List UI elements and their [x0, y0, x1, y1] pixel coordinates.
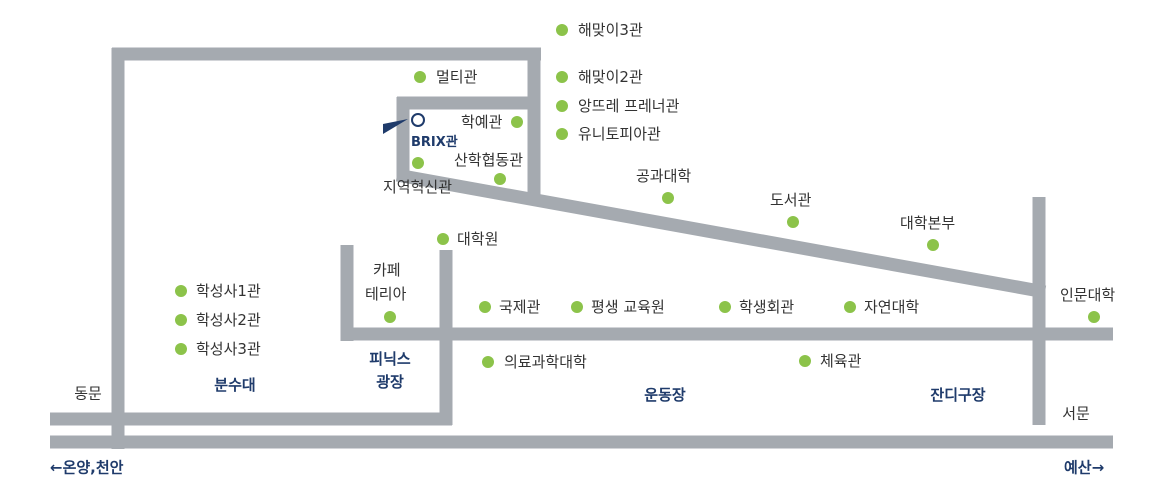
- dot-icon: [175, 285, 187, 297]
- dot-icon: [556, 71, 568, 83]
- dot-icon: [479, 301, 491, 313]
- direction-yesan: 예산→: [1064, 458, 1105, 477]
- dot-icon: [556, 24, 568, 36]
- building-brix[interactable]: BRIX관: [411, 135, 458, 150]
- building-graduate-school[interactable]: 대학원: [457, 230, 499, 248]
- building-medical-science[interactable]: 의료과학대학: [504, 353, 587, 371]
- building-entrepreneur[interactable]: 앙뜨레 프레너관: [578, 97, 680, 115]
- building-unitopia[interactable]: 유니토피아관: [578, 125, 661, 143]
- road-diagonal: [395, 168, 1047, 299]
- dot-icon: [414, 71, 426, 83]
- dot-icon: [437, 233, 449, 245]
- dot-icon: [482, 356, 494, 368]
- dot-icon: [1088, 311, 1100, 323]
- building-industry-cooperation[interactable]: 산학협동관: [454, 151, 524, 169]
- dot-icon: [662, 192, 674, 204]
- area-phoenix-line1: 피닉스: [369, 350, 411, 368]
- direction-onyang-cheonan: ←온양,천안: [50, 458, 124, 477]
- area-phoenix-line2: 광장: [376, 373, 404, 391]
- dot-icon: [556, 128, 568, 140]
- building-dorm1[interactable]: 학성사1관: [196, 282, 261, 300]
- gate-west: 서문: [1062, 404, 1090, 423]
- flag-icon: [383, 119, 408, 134]
- area-fountain: 분수대: [214, 376, 256, 394]
- building-haemaji3[interactable]: 해맞이3관: [578, 21, 643, 39]
- building-cafeteria-line1[interactable]: 카페: [373, 261, 401, 279]
- dot-icon: [556, 100, 568, 112]
- building-gym[interactable]: 체육관: [820, 352, 862, 370]
- dot-icon: [719, 301, 731, 313]
- dot-icon: [787, 216, 799, 228]
- dot-icon: [844, 301, 856, 313]
- building-engineering[interactable]: 공과대학: [636, 167, 692, 185]
- building-humanities[interactable]: 인문대학: [1060, 286, 1116, 304]
- dot-icon: [511, 116, 523, 128]
- building-library[interactable]: 도서관: [770, 191, 812, 209]
- building-headquarters[interactable]: 대학본부: [900, 214, 956, 232]
- building-regional-innovation[interactable]: 지역혁신관: [383, 178, 453, 196]
- dot-icon: [799, 355, 811, 367]
- dot-icon: [571, 301, 583, 313]
- building-dorm3[interactable]: 학성사3관: [196, 340, 261, 358]
- building-haemaji2[interactable]: 해맞이2관: [578, 68, 643, 86]
- dot-icon: [412, 157, 424, 169]
- dot-icon: [175, 343, 187, 355]
- building-hakye[interactable]: 학예관: [461, 113, 503, 131]
- building-multi[interactable]: 멀티관: [436, 68, 478, 86]
- area-lawn: 잔디구장: [930, 386, 986, 404]
- building-natural-science[interactable]: 자연대학: [864, 298, 920, 316]
- building-cafeteria-line2[interactable]: 테리아: [365, 285, 407, 303]
- dot-icon: [175, 314, 187, 326]
- area-field: 운동장: [644, 386, 686, 404]
- dot-icon: [494, 173, 506, 185]
- dot-icon: [384, 311, 396, 323]
- current-location-icon: [411, 113, 425, 127]
- building-student-hall[interactable]: 학생회관: [739, 298, 795, 316]
- building-lifelong-education[interactable]: 평생 교육원: [591, 298, 665, 316]
- gate-east: 동문: [74, 384, 102, 403]
- dot-icon: [927, 239, 939, 251]
- building-dorm2[interactable]: 학성사2관: [196, 311, 261, 329]
- building-international[interactable]: 국제관: [499, 298, 541, 316]
